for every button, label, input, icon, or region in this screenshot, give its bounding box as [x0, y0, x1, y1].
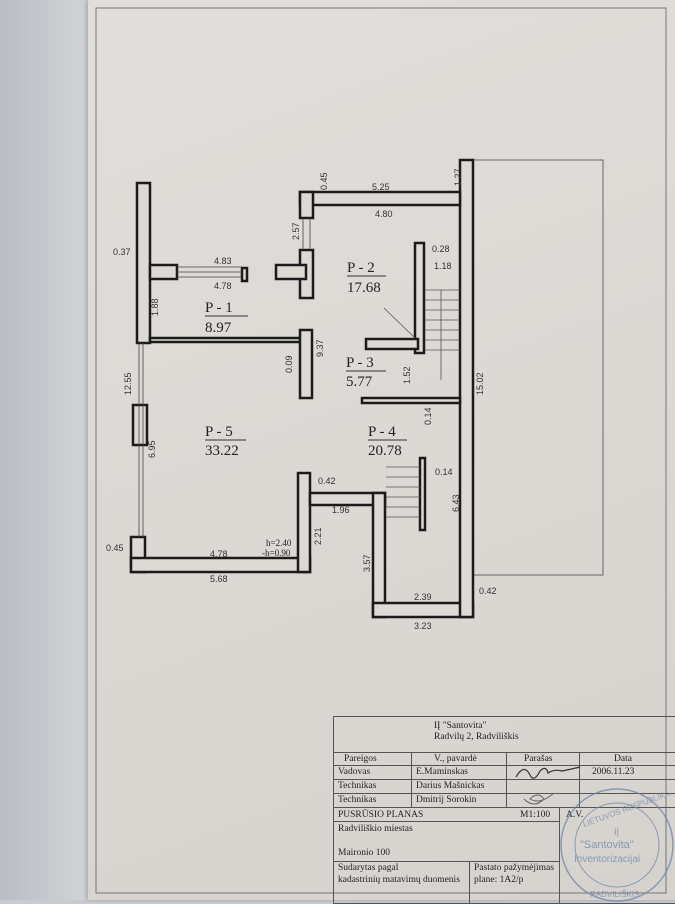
plan-title: PUSRŪSIO PLANAS: [338, 810, 424, 820]
room-p1-label: P - 1: [205, 300, 233, 316]
stamp: LIETUVOS RESPUBLIKA IĮ "Santovita" Inven…: [560, 788, 674, 902]
dim: 5.25: [372, 182, 390, 192]
row-name: Darius Mašnickas: [416, 781, 485, 791]
dim: 0.37: [113, 247, 131, 257]
header-role: Pareigos: [344, 754, 377, 764]
wall-t-stub: [274, 263, 308, 281]
basis-line2: kadastrinių matavimų duomenis: [338, 875, 460, 885]
walls: [129, 158, 475, 619]
dim: 4.78: [210, 549, 228, 559]
room-p3-area: 5.77: [346, 374, 373, 390]
dim: 1.27: [453, 168, 463, 186]
dim: 0.28: [432, 244, 450, 254]
paper-sheet: [88, 0, 675, 900]
signatures-and-stamp: LIETUVOS RESPUBLIKA IĮ "Santovita" Inven…: [515, 766, 674, 902]
door-post: [240, 266, 249, 283]
adjacent-outline: [472, 159, 604, 576]
wall-top-left: [298, 190, 315, 220]
dim: 1.18: [434, 261, 452, 271]
wall-p5-right: [296, 471, 312, 574]
room-p4-label: P - 4: [368, 424, 396, 440]
header-name: V., pavardė: [434, 754, 477, 764]
room-p3-label: P - 3: [346, 355, 374, 371]
room-p5-area: 33.22: [205, 443, 239, 459]
row-name: E.Maminskas: [416, 767, 468, 777]
wall-stub-center: [298, 328, 314, 400]
window-pier: [131, 403, 149, 447]
wall-p4-left: [371, 491, 387, 619]
dim: 0.42: [479, 586, 497, 596]
dim: 2.39: [414, 592, 432, 602]
title-block: IĮ "Santovita" Radvilų 2, Radviliškis Pa…: [333, 716, 675, 904]
dim: 2.21: [313, 527, 323, 545]
wall-bottom-p4: [371, 601, 475, 619]
wall-left-upper: [135, 181, 152, 345]
room-p2-area: 17.68: [347, 280, 381, 296]
dim: 0.42: [318, 476, 336, 486]
dim: 9.37: [315, 339, 325, 357]
wall-top: [298, 190, 462, 207]
wall-bottom-p5: [129, 556, 312, 574]
row-name: Dmitrij Sorokin: [416, 795, 477, 805]
dim: 1.96: [332, 505, 350, 515]
wall-right: [458, 158, 475, 619]
windows-and-stairs: [138, 218, 460, 537]
row-role: Technikas: [338, 795, 377, 805]
av-label: A.V.: [566, 810, 584, 820]
dim: 2.57: [291, 222, 301, 240]
marking-line2: plane: 1A2/p: [474, 875, 524, 885]
row-date: 2006.11.23: [592, 767, 635, 777]
basis-line1: Sudarytas pagal: [338, 863, 399, 873]
city: Radviliškio miestas: [338, 824, 413, 834]
dim: 4.78: [214, 281, 232, 291]
signature: [523, 792, 555, 805]
header-date: Data: [614, 754, 632, 764]
height-neg-label: -h=0.90: [262, 548, 291, 558]
dim: 4.80: [375, 209, 393, 219]
street: Maironio 100: [338, 848, 390, 858]
room-labels: P - 1 8.97 P - 2 17.68 P - 3 5.77 P - 4 …: [205, 260, 407, 459]
dim: 5.68: [210, 574, 228, 584]
header-signature: Parašas: [524, 754, 553, 764]
company-address: Radvilų 2, Radviliškis: [434, 732, 519, 742]
dim: 3.23: [414, 621, 432, 631]
dim: 4.83: [214, 256, 232, 266]
wall-stair-base: [364, 337, 420, 351]
dimensions: 5.25 4.80 0.37 4.83 4.78 0.28 1.18 0.14 …: [106, 168, 497, 631]
stamp-center-text: Inventorizacijai: [574, 854, 640, 865]
dim: 0.09: [284, 355, 294, 373]
dim: 1.52: [402, 366, 412, 384]
wall-p1-p5: [148, 336, 302, 344]
dim: 0.45: [106, 543, 124, 553]
dim: 1.88: [150, 298, 160, 316]
room-p1-area: 8.97: [205, 320, 232, 336]
stamp-bottom-text: RADVILIŠKIS: [590, 890, 639, 899]
dim: 3.57: [362, 554, 372, 572]
dim: 12.55: [123, 372, 133, 395]
room-p5-label: P - 5: [205, 424, 233, 440]
sheet-border: [95, 7, 667, 894]
wall-p3-p4: [360, 396, 462, 405]
dim: 6.43: [451, 494, 461, 512]
dim: 6.95: [147, 440, 157, 458]
height-label: h=2.40: [266, 538, 292, 548]
stamp-center-text: "Santovita": [580, 839, 634, 851]
marking-line1: Pastato pažymėjimas: [474, 863, 554, 873]
wall-stair: [413, 241, 426, 355]
room-p4-area: 20.78: [368, 443, 402, 459]
dim: 15.02: [475, 372, 485, 395]
dim: 0.45: [319, 172, 329, 190]
wall-p1-top: [148, 263, 179, 281]
row-role: Technikas: [338, 781, 377, 791]
company-name: IĮ "Santovita": [434, 721, 487, 731]
room-p2-label: P - 2: [347, 260, 375, 276]
dim: 0.14: [435, 467, 453, 477]
row-role: Vadovas: [338, 767, 371, 777]
scale: M1:100: [520, 810, 551, 820]
wall-stub-p4: [418, 456, 427, 532]
background: [0, 0, 95, 900]
stamp-center-text: IĮ: [614, 827, 619, 837]
dim: 0.14: [423, 407, 433, 425]
signature: [515, 766, 581, 779]
